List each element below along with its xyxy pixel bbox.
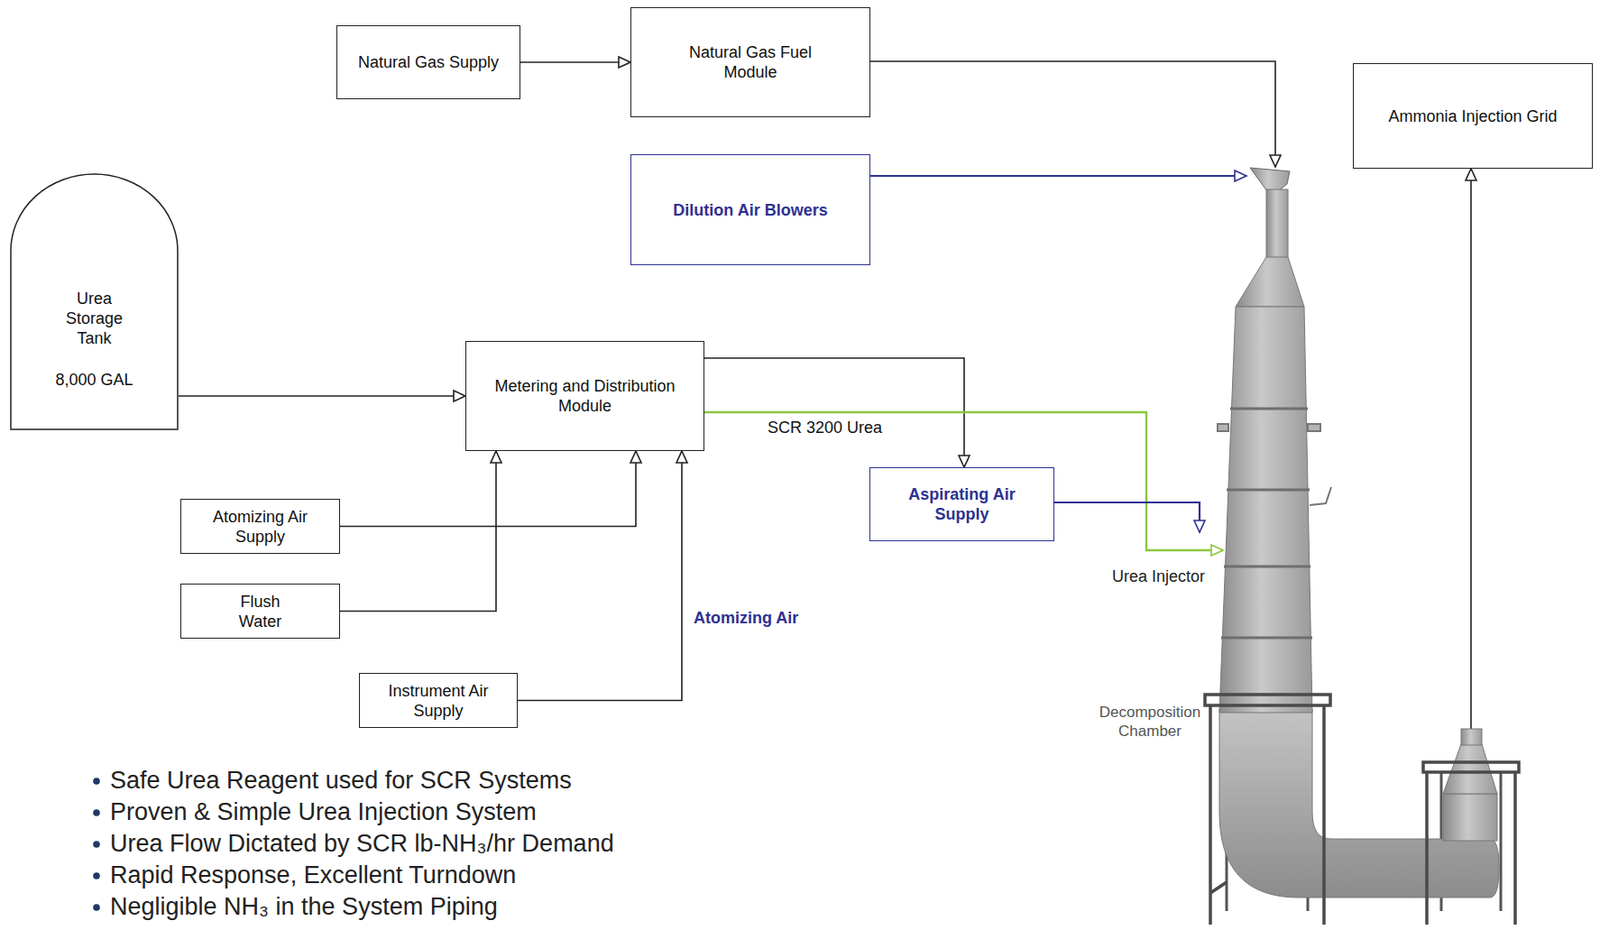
bullet-text: Negligible NH₃ in the System Piping [108, 891, 500, 923]
node-text: Atomizing Air Supply [202, 506, 320, 547]
illustration-part [1217, 423, 1229, 432]
flow-connector [340, 450, 642, 527]
arrow-head [1465, 168, 1477, 181]
flow-connector [178, 390, 466, 402]
illustration-part [1322, 705, 1326, 925]
edge-label: SCR 3200 Urea [765, 417, 884, 438]
node-text: Metering and Distribution Module [483, 376, 687, 416]
node-text: Flush Water [229, 591, 293, 632]
air-supply-box: Aspirating Air Supply [869, 467, 1055, 542]
tank-shape [10, 174, 178, 430]
water-box: Flush Water [180, 583, 341, 639]
flow-connector [1465, 168, 1477, 729]
illustration-part [1425, 772, 1429, 925]
illustration-part [1221, 636, 1313, 640]
arrow-head [618, 56, 631, 68]
outlet-body [1443, 793, 1498, 841]
illustration-part [1204, 694, 1331, 706]
edge-label: Atomizing Air [691, 607, 800, 628]
flow-line [704, 412, 1223, 551]
bullet-dot [92, 840, 101, 848]
bullet-text: Safe Urea Reagent used for SCR Systems [108, 764, 574, 797]
upper-cone [1235, 257, 1305, 307]
node-text: Natural Gas Supply [358, 52, 499, 73]
flow-connector [517, 450, 688, 701]
flow-connector [340, 450, 502, 612]
arrow-head [1194, 520, 1205, 533]
arrow-head [1211, 544, 1223, 556]
section-rings [1221, 408, 1313, 638]
flow-line [178, 395, 466, 397]
node-text: Instrument Air Supply [379, 680, 497, 721]
arrow-head [958, 455, 970, 468]
callout-label: Urea Injector [1110, 566, 1207, 587]
illustration-part [1423, 762, 1519, 773]
illustration-part [1230, 407, 1308, 411]
illustration-part [1210, 882, 1227, 893]
node-text: Ammonia Injection Grid [1388, 106, 1557, 127]
node-text: Natural Gas Fuel Module [687, 42, 814, 83]
chamber-body [1219, 306, 1313, 713]
decomposition-chamber: Decomposition Chamber [1082, 157, 1516, 930]
inlet-flare [1250, 167, 1290, 192]
flow-connector [520, 56, 631, 68]
illustration-part [1309, 487, 1332, 506]
node-text: Aspirating Air Supply [894, 484, 1030, 525]
outlet-cone [1443, 744, 1498, 794]
bullet-text: Proven & Simple Urea Injection System [108, 796, 539, 828]
outlet-neck [1461, 728, 1482, 745]
air-supply-box: Atomizing Air Supply [180, 498, 341, 554]
node-text: Decomposition Chamber [1091, 702, 1209, 741]
metering-module-box: Metering and Distribution Module [465, 340, 705, 451]
flow-connector [1054, 502, 1205, 533]
bullet-dot [92, 903, 101, 911]
node-text: Urea Storage Tank [54, 288, 136, 349]
flow-line [340, 450, 497, 612]
node-text: Dilution Air Blowers [672, 200, 828, 221]
flow-line [1470, 168, 1472, 729]
flow-line [870, 61, 1276, 167]
blower-box: Dilution Air Blowers [630, 154, 871, 266]
flow-line [1054, 502, 1200, 533]
illustration-part [1226, 488, 1310, 492]
bullet-dot [92, 777, 101, 785]
illustration-part [1513, 772, 1518, 925]
side-fittings [1217, 423, 1332, 506]
inlet-pipe [1266, 189, 1288, 258]
illustration-part [1499, 772, 1503, 911]
flow-line [520, 61, 631, 64]
illustration-part [1223, 565, 1311, 569]
injection-grid-box: Ammonia Injection Grid [1352, 63, 1593, 169]
flow-connector [704, 412, 1223, 556]
flow-line [870, 174, 1247, 177]
flow-connector [870, 170, 1247, 182]
arrow-head [490, 450, 502, 463]
node-text: 8,000 GAL [55, 369, 133, 390]
bullet-dot [92, 872, 101, 880]
air-supply-box: Instrument Air Supply [358, 672, 518, 728]
stand-fronts [1204, 694, 1519, 925]
flow-line [340, 450, 636, 527]
arrow-head [676, 450, 688, 463]
arrow-head [1234, 170, 1247, 182]
fuel-module-box: Natural Gas Fuel Module [630, 7, 871, 118]
bullet-dot [92, 809, 101, 817]
illustration-part [1307, 423, 1321, 432]
bullet-text: Rapid Response, Excellent Turndown [108, 859, 518, 892]
flow-connector [870, 61, 1281, 167]
elbow-pipe [1219, 708, 1499, 898]
storage-tank: Urea Storage Tank 8,000 GAL [9, 173, 179, 431]
flow-line [517, 450, 682, 701]
arrow-head [630, 450, 642, 463]
arrow-head [1269, 155, 1281, 167]
bullet-text: Urea Flow Dictated by SCR lb-NH₃/hr Dema… [108, 827, 617, 860]
arrow-head [453, 390, 466, 402]
supply-box: Natural Gas Supply [336, 25, 521, 100]
